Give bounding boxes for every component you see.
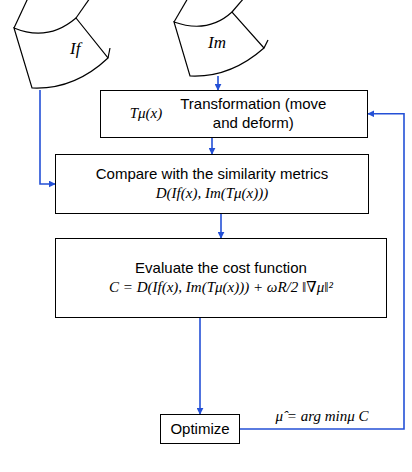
math-text: D(If(x), Im(Tμ(x))) bbox=[156, 184, 268, 203]
fixed-image: If bbox=[10, 0, 112, 92]
math-text: Im bbox=[208, 32, 226, 53]
flow-arrow bbox=[40, 90, 55, 184]
box-text: Optimize bbox=[170, 420, 229, 439]
math-text: C = D(If(x), Im(Tμ(x))) + ωR/2 ‖∇μ‖² bbox=[109, 278, 333, 297]
flow-arrow bbox=[217, 76, 219, 90]
transformation-box: Tμ(x) Transformation (move and deform) bbox=[100, 90, 368, 138]
cost-function-box: Evaluate the cost functionC = D(If(x), I… bbox=[55, 238, 387, 318]
math-text: Tμ(x) bbox=[130, 104, 163, 123]
box-text: Compare with the similarity metrics bbox=[96, 165, 329, 184]
flow-arrow bbox=[211, 138, 213, 155]
similarity-box: Compare with the similarity metricsD(If(… bbox=[55, 154, 369, 214]
math-text: If bbox=[70, 38, 80, 59]
edge-label: μ̂ = arg minμ C bbox=[273, 408, 372, 425]
moving-image: Im bbox=[168, 0, 270, 80]
box-text: Evaluate the cost function bbox=[135, 259, 307, 278]
box-text: Transformation (move and deform) bbox=[168, 95, 338, 133]
flow-arrow bbox=[220, 214, 222, 238]
optimize-box: Optimize bbox=[160, 414, 240, 444]
image-volume-outline bbox=[10, 0, 112, 92]
flow-arrow bbox=[199, 318, 201, 414]
